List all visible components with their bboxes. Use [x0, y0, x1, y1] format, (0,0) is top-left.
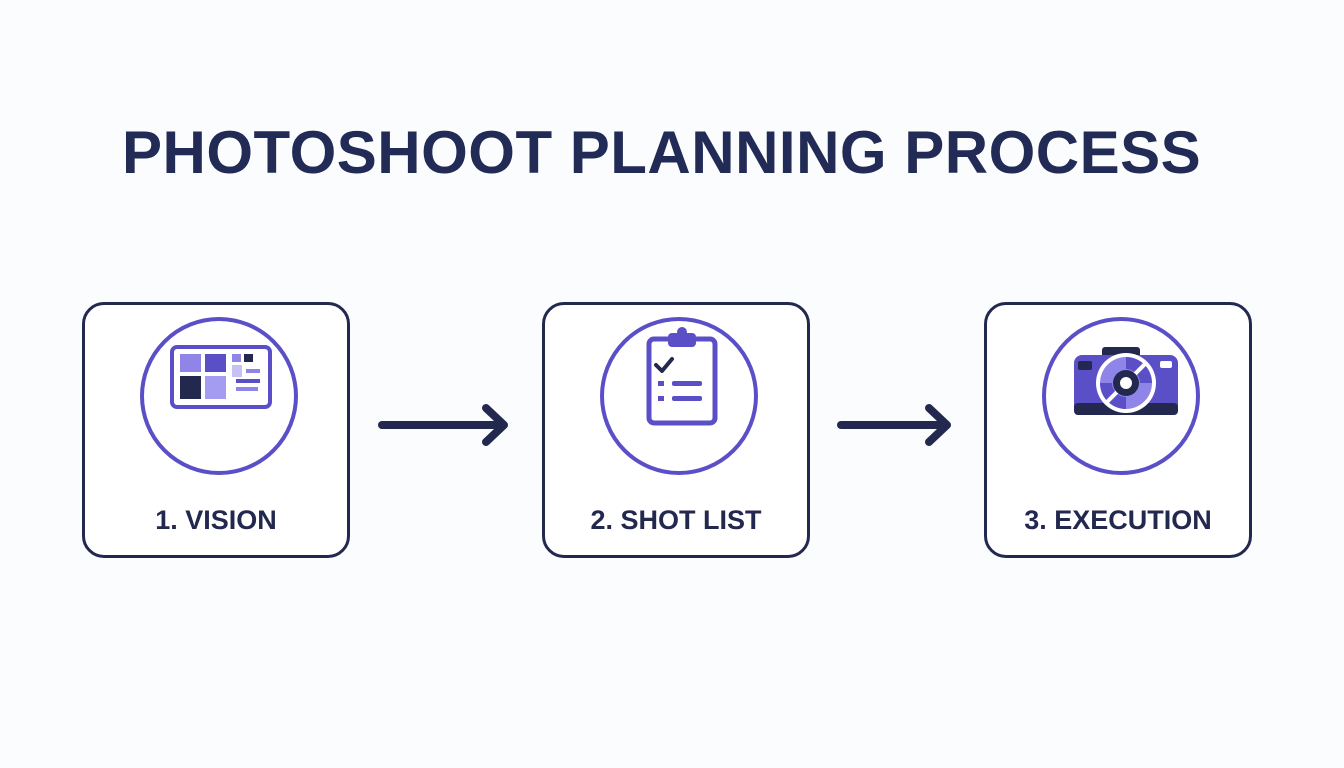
- step-card-execution: 3. EXECUTION: [984, 302, 1252, 558]
- step-icon-circle: [1042, 317, 1200, 475]
- step-icon-circle: [140, 317, 298, 475]
- step-label: 2. SHOT LIST: [590, 505, 762, 535]
- moodboard-icon: [170, 345, 272, 409]
- step-label: 3. EXECUTION: [1024, 505, 1212, 535]
- step-icon-circle: [600, 317, 758, 475]
- step-card-shot-list: 2. SHOT LIST: [542, 302, 810, 558]
- step-card-vision: 1. VISION: [82, 302, 350, 558]
- diagram-title: PHOTOSHOOT PLANNING PROCESS: [122, 119, 1202, 186]
- arrow-right-icon: [837, 404, 951, 446]
- camera-icon: [1074, 347, 1178, 415]
- arrow-right-icon: [378, 404, 508, 446]
- clipboard-checklist-icon: [646, 327, 718, 426]
- step-label: 1. VISION: [155, 505, 277, 535]
